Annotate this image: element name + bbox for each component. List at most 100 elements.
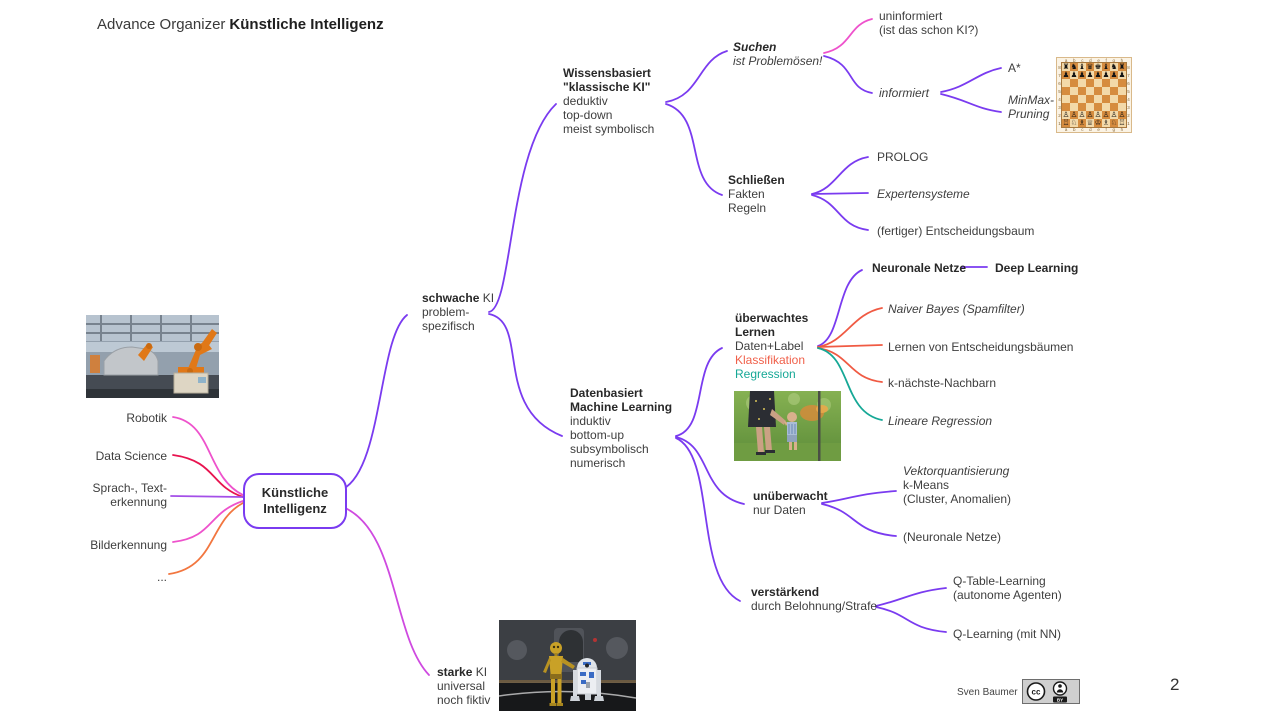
edge-robotik-root xyxy=(172,416,244,496)
chess-cell: ♙ xyxy=(1086,111,1094,119)
chess-cell xyxy=(1062,95,1070,103)
supervised-learning-photo xyxy=(734,391,841,461)
chess-cell xyxy=(1070,79,1078,87)
node-unueberwacht: unüberwacht nur Daten xyxy=(753,489,828,517)
chess-cell xyxy=(1070,87,1078,95)
node-datenbasiert-line5: subsymbolisch xyxy=(570,442,649,456)
edge-datenbasiert-unueberwacht xyxy=(675,436,745,505)
node-ueberwacht-line3: Daten+Label xyxy=(735,339,804,353)
node-unueberwacht-title: unüberwacht xyxy=(753,489,828,503)
page-title-topic: Künstliche Intelligenz xyxy=(229,16,384,33)
node-schwache-ki-rest: KI xyxy=(479,291,495,305)
node-entscheidungsbaum: (fertiger) Entscheidungsbaum xyxy=(877,224,1034,238)
node-schliessen-line2: Fakten xyxy=(728,187,765,201)
node-spracherkennung-line2: erkennung xyxy=(110,495,167,509)
cc-logo-icon xyxy=(1026,682,1046,701)
node-schwache-ki-bold: schwache xyxy=(422,291,480,305)
author-credit: Sven Baumer xyxy=(957,687,1018,698)
node-lernen-entscheidungsbaeume: Lernen von Entscheidungsbäumen xyxy=(888,340,1073,354)
node-starke-ki: starke KI universal noch fiktiv xyxy=(437,665,490,707)
node-starke-ki-line3: noch fiktiv xyxy=(437,693,491,707)
chess-cell: ♘ xyxy=(1110,119,1118,127)
author-name: Sven Baumer xyxy=(957,687,1018,698)
purple-edges xyxy=(342,50,1002,633)
chess-cell xyxy=(1102,87,1110,95)
chess-cell xyxy=(1086,95,1094,103)
node-uninformiert-line2: (ist das schon KI?) xyxy=(879,23,979,37)
chess-cell: ♗ xyxy=(1078,119,1086,127)
edge-root-schwache xyxy=(342,314,408,490)
node-starke-ki-rest: KI xyxy=(472,665,488,679)
edge-unueberwacht-kmeans xyxy=(821,490,897,504)
chess-cell: ♟ xyxy=(1110,71,1118,79)
node-knn-label: k-nächste-Nachbarn xyxy=(888,376,997,390)
chess-cell xyxy=(1110,95,1118,103)
node-a-star: A* xyxy=(1008,61,1021,75)
chess-cell xyxy=(1102,103,1110,111)
edge-dots-root xyxy=(168,502,244,575)
node-data-science-label: Data Science xyxy=(95,449,167,463)
chess-cell: ♙ xyxy=(1110,111,1118,119)
node-verstaerkend: verstärkend durch Belohnung/Strafe xyxy=(751,585,877,613)
edge-informiert-minmax xyxy=(940,93,1002,113)
orange-edges xyxy=(168,502,244,575)
chess-cell xyxy=(1118,79,1126,87)
node-ueberwacht-line2: Lernen xyxy=(735,325,776,339)
node-suchen-title: Suchen xyxy=(733,40,777,54)
node-datenbasiert-line3: induktiv xyxy=(570,414,611,428)
chess-cell: ♟ xyxy=(1102,71,1110,79)
chess-cell: ♕ xyxy=(1086,119,1094,127)
chess-cell: ♞ xyxy=(1110,63,1118,71)
crimson-edges xyxy=(172,454,244,498)
node-schliessen-title: Schließen xyxy=(728,173,785,187)
node-wissensbasiert-line5: meist symbolisch xyxy=(563,122,655,136)
node-expertensysteme-label: Expertensysteme xyxy=(877,187,970,201)
node-robotik-label: Robotik xyxy=(126,411,167,425)
node-schwache-ki-title: schwache KI xyxy=(422,291,494,305)
node-bilderkennung: Bilderkennung xyxy=(55,538,167,552)
node-starke-ki-line2: universal xyxy=(437,679,486,693)
teal-edges xyxy=(817,347,883,421)
node-schliessen: Schließen Fakten Regeln xyxy=(728,173,785,215)
node-nn2-label: (Neuronale Netze) xyxy=(903,530,1002,544)
chess-cell: ♔ xyxy=(1094,119,1102,127)
chess-cell xyxy=(1078,95,1086,103)
node-ueberwachtes-lernen: überwachtes Lernen Daten+Label Klassifik… xyxy=(735,311,808,381)
node-ellipsis-label: ... xyxy=(156,570,167,584)
node-datenbasiert: Datenbasiert Machine Learning induktiv b… xyxy=(570,386,672,470)
chess-cell xyxy=(1062,103,1070,111)
chess-cell xyxy=(1078,87,1086,95)
chess-cell: ♗ xyxy=(1102,119,1110,127)
node-robotik: Robotik xyxy=(60,411,167,425)
edge-root-starke xyxy=(342,506,430,676)
star-wars-droids-photo xyxy=(499,620,636,711)
node-starke-ki-title: starke KI xyxy=(437,665,490,679)
pink-edges xyxy=(172,18,873,543)
node-neuronale-netze-label: Neuronale Netze xyxy=(872,261,967,275)
chess-cell: ♛ xyxy=(1086,63,1094,71)
node-qtable: Q-Table-Learning (autonome Agenten) xyxy=(953,574,1062,602)
edge-bilderkennung-root xyxy=(172,500,244,543)
node-uninformiert-line1: uninformiert xyxy=(879,9,943,23)
node-kmeans-line1: Vektorquantisierung xyxy=(903,464,1010,478)
edge-ueberwacht-bayes xyxy=(817,307,883,348)
chess-cell: ♙ xyxy=(1062,111,1070,119)
chess-cell xyxy=(1110,103,1118,111)
node-lernen-eb-label: Lernen von Entscheidungsbäumen xyxy=(888,340,1074,354)
node-k-naechste-nachbarn: k-nächste-Nachbarn xyxy=(888,376,996,390)
node-datenbasiert-line6: numerisch xyxy=(570,456,626,470)
chess-cell: ♟ xyxy=(1094,71,1102,79)
node-starke-ki-bold: starke xyxy=(437,665,473,679)
chess-cell xyxy=(1094,87,1102,95)
chess-cell xyxy=(1118,103,1126,111)
node-schliessen-line3: Regeln xyxy=(728,201,767,215)
node-suchen-subtitle: ist Problemösen! xyxy=(733,54,823,68)
node-kmeans-line3: (Cluster, Anomalien) xyxy=(903,492,1012,506)
edge-ueberwacht-linreg xyxy=(817,347,883,421)
cc-by-person-icon xyxy=(1052,681,1068,696)
node-ueberwacht-line1: überwachtes xyxy=(735,311,809,325)
